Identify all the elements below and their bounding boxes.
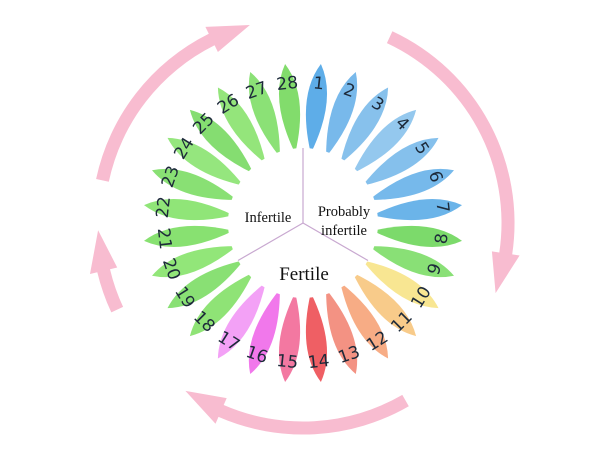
day-petals [144, 64, 462, 382]
day-label-28: 28 [275, 73, 299, 95]
day-petal-13 [326, 289, 358, 374]
arrow-right [386, 31, 520, 294]
day-petal-19 [167, 260, 244, 309]
fertile-label: Fertile [279, 264, 329, 285]
day-label-8: 8 [432, 232, 453, 245]
day-petal-18 [189, 272, 254, 337]
day-petal-2 [326, 72, 358, 157]
day-petal-3 [340, 87, 389, 164]
day-petal-1 [305, 64, 328, 154]
day-petal-11 [352, 272, 417, 337]
day-petal-24 [167, 137, 244, 186]
cycle-arrows [90, 25, 520, 435]
day-label-21: 21 [153, 227, 175, 251]
day-petal-7 [372, 198, 462, 221]
divider-left [237, 222, 304, 262]
day-label-7: 7 [432, 201, 453, 214]
day-petal-27 [248, 72, 280, 157]
arrow-left [90, 230, 124, 313]
day-petal-28 [278, 64, 301, 154]
arrow-bottom [185, 390, 409, 435]
day-petal-22 [144, 198, 234, 221]
day-petal-17 [217, 282, 266, 359]
probably-infertile-label-line2: infertile [321, 223, 367, 239]
day-petal-5 [362, 137, 439, 186]
day-petal-10 [362, 260, 439, 309]
day-petal-23 [152, 168, 237, 200]
day-petal-9 [369, 246, 454, 278]
infertile-label: Infertile [245, 210, 292, 226]
day-label-15: 15 [275, 351, 299, 373]
day-petal-4 [352, 109, 417, 174]
probably-infertile-label-line1: Probably [318, 204, 371, 220]
divider-right [302, 222, 369, 262]
day-label-1: 1 [312, 73, 325, 94]
day-petal-14 [305, 292, 328, 382]
day-petal-8 [372, 225, 462, 248]
day-petal-25 [189, 109, 254, 174]
day-petal-12 [340, 282, 389, 359]
day-label-22: 22 [153, 195, 175, 219]
day-petal-21 [144, 225, 234, 248]
arrow-top-left [96, 25, 250, 182]
day-petal-15 [278, 292, 301, 382]
day-label-14: 14 [307, 351, 331, 373]
day-petal-16 [248, 289, 280, 374]
day-petal-26 [217, 87, 266, 164]
hub-dividers [237, 148, 369, 262]
day-petal-6 [369, 168, 454, 200]
day-petal-20 [152, 246, 237, 278]
